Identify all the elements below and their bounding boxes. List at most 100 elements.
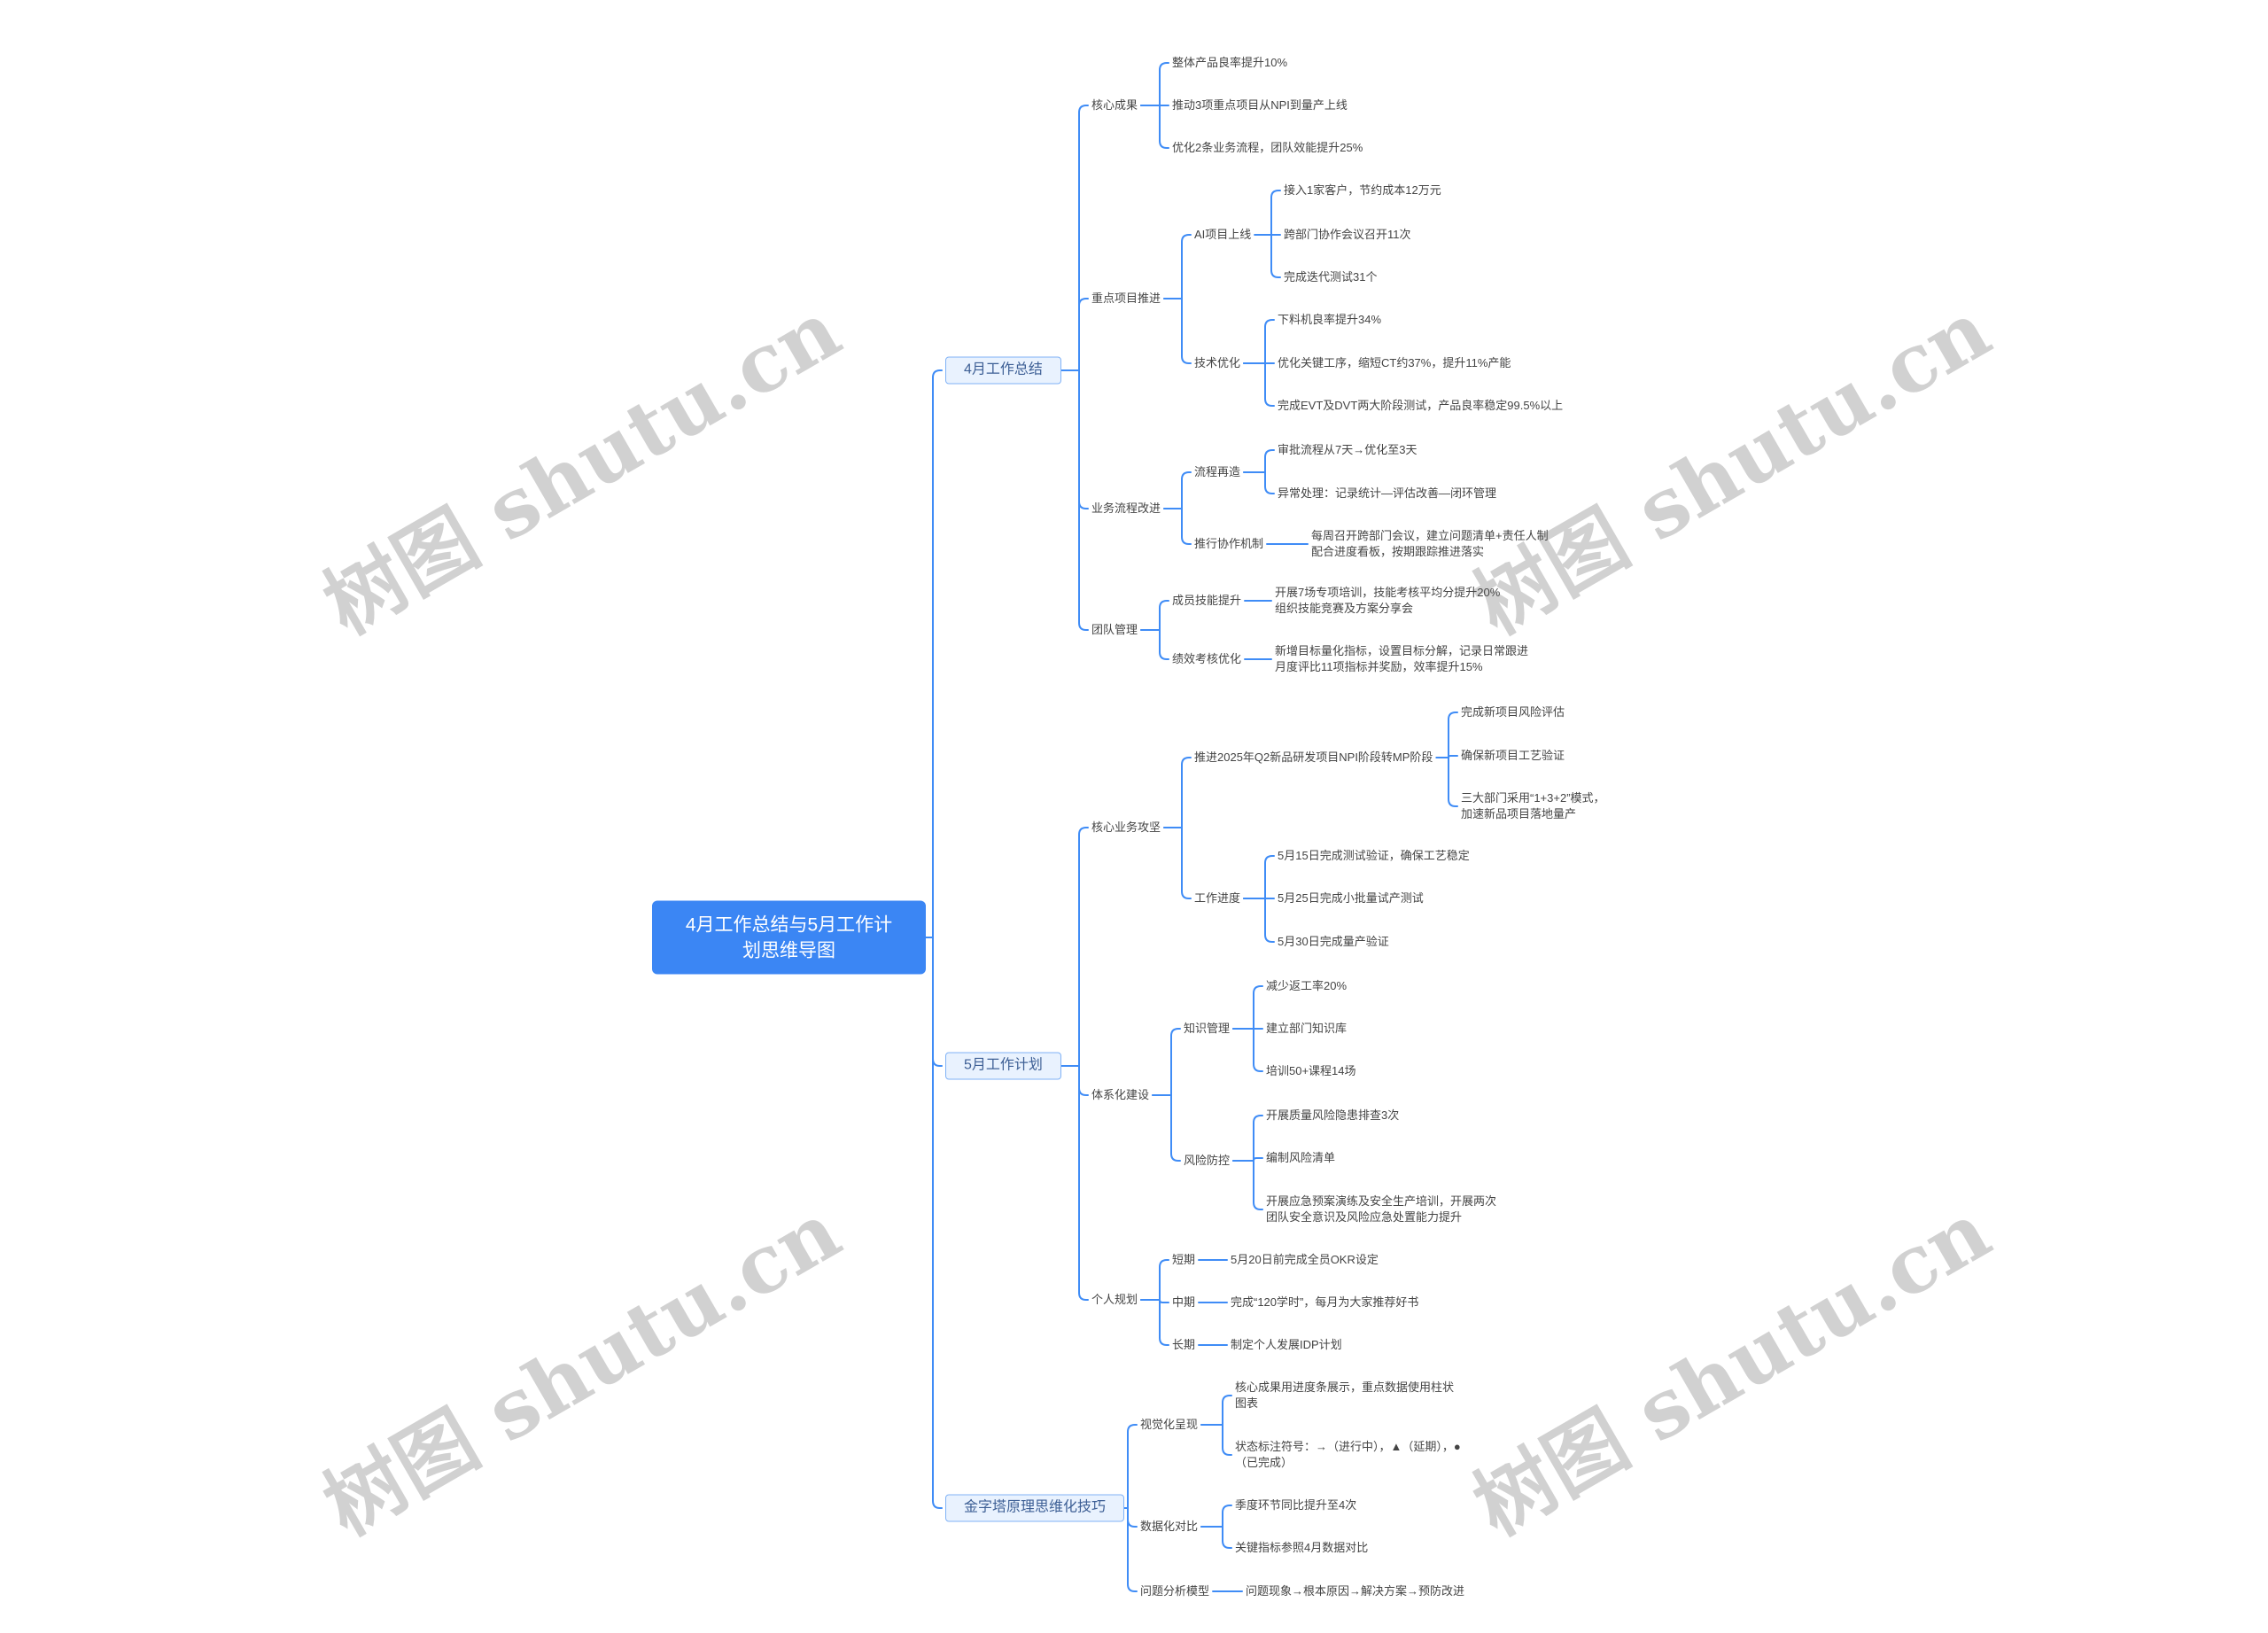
subtopic: 中期 (1172, 1295, 1196, 1309)
leaf-topic: 开展质量风险隐患排查3次 (1266, 1108, 1400, 1122)
leaf-topic: 三大部门采用“1+3+2”模式， 加速新品项目落地量产 (1461, 790, 1605, 822)
connector-line (1243, 449, 1275, 473)
connector-line (1232, 1028, 1263, 1072)
leaf-topic-line: 组织技能竞赛及方案分享会 (1275, 602, 1414, 615)
connector-line (1163, 827, 1192, 899)
connector-line (1060, 105, 1089, 371)
connector-line (1200, 1526, 1232, 1549)
connector-line (1232, 985, 1263, 1030)
subtopic: 视觉化呈现 (1140, 1418, 1199, 1431)
connector-line (1152, 1028, 1181, 1096)
connector-line (1060, 369, 1089, 509)
connector-line (1060, 1065, 1089, 1096)
leaf-topic: 关键指标参照4月数据对比 (1235, 1541, 1369, 1554)
leaf-topic-line: （已完成） (1235, 1456, 1293, 1469)
subtopic: AI项目上线 (1194, 228, 1252, 241)
leaf-topic: 跨部门协作会议召开11次 (1284, 228, 1411, 241)
connector-line (1200, 1505, 1232, 1528)
subtopic: 推进2025年Q2新品研发项目NPI阶段转MP阶段 (1194, 750, 1433, 764)
leaf-topic: 下料机良率提升34% (1278, 313, 1382, 326)
branch-topic-april-summary: 4月工作总结 (945, 356, 1061, 385)
connector-line (1060, 369, 1089, 631)
root-topic-line: 划思维导图 (742, 940, 835, 960)
leaf-topic-line: 状态标注符号：→（进行中），▲（延期），● (1235, 1440, 1461, 1453)
leaf-topic-line: 新增目标量化指标，设置目标分解，记录日常跟进 (1275, 644, 1529, 657)
leaf-topic: 整体产品良率提升10% (1172, 56, 1288, 69)
root-topic-line: 4月工作总结与5月工作计 (685, 914, 893, 935)
leaf-topic: 季度环节同比提升至4次 (1235, 1498, 1357, 1512)
leaf-topic-line: 开展7场专项培训，技能考核平均分提升20% (1275, 586, 1501, 599)
leaf-topic-line: 三大部门采用“1+3+2”模式， (1461, 791, 1605, 805)
subtopic: 风险防控 (1184, 1154, 1231, 1167)
branch-topic-techniques: 金字塔原理思维化技巧 (945, 1494, 1125, 1522)
connector-line (1140, 1299, 1169, 1346)
leaf-topic: 确保新项目工艺验证 (1461, 749, 1565, 762)
connector-line (1243, 319, 1275, 364)
connector-line (1163, 298, 1192, 364)
connector-line (1243, 362, 1275, 407)
leaf-topic-line: 配合进度看板，按期跟踪推进落实 (1311, 545, 1485, 558)
subtopic: 技术优化 (1194, 356, 1241, 369)
connector-line (1140, 600, 1169, 631)
connector-line (1163, 508, 1192, 545)
leaf-topic: 优化关键工序，缩短CT约37%，提升11%产能 (1278, 356, 1511, 369)
connector-line (1140, 62, 1169, 106)
subtopic: 数据化对比 (1140, 1520, 1199, 1533)
subtopic: 问题分析模型 (1140, 1584, 1210, 1598)
leaf-topic-line: 开展应急预案演练及安全生产培训，开展两次 (1266, 1194, 1497, 1208)
connector-line (925, 937, 943, 1509)
connector-line (1200, 1395, 1232, 1426)
connector-line (1435, 757, 1458, 807)
leaf-topic-line: 图表 (1235, 1396, 1259, 1410)
leaf-topic-line: 月度评比11项指标并奖励，效率提升15% (1275, 660, 1483, 673)
connector-line (1243, 471, 1275, 494)
subtopic: 成员技能提升 (1172, 594, 1242, 607)
leaf-topic: 减少返工率20% (1266, 979, 1348, 992)
leaf-topic: 新增目标量化指标，设置目标分解，记录日常跟进 月度评比11项指标并奖励，效率提升… (1275, 643, 1528, 675)
leaf-topic: 5月20日前完成全员OKR设定 (1231, 1253, 1379, 1266)
leaf-topic: 完成EVT及DVT两大阶段测试，产品良率稳定99.5%以上 (1278, 399, 1564, 412)
leaf-topic: 5月30日完成量产验证 (1278, 935, 1389, 948)
connector-line (1232, 1160, 1263, 1210)
leaf-topic-line: 核心成果用进度条展示，重点数据使用柱状 (1235, 1380, 1455, 1394)
leaf-topic: 5月25日完成小批量试产测试 (1278, 891, 1424, 905)
connector-line (1152, 1094, 1181, 1162)
connector-line (1140, 1259, 1169, 1301)
subtopic: 核心成果 (1091, 98, 1138, 112)
leaf-topic: 问题现象→根本原因→解决方案→预防改进 (1246, 1584, 1465, 1598)
subtopic: 知识管理 (1184, 1022, 1231, 1035)
subtopic: 业务流程改进 (1091, 502, 1161, 515)
leaf-topic: 编制风险清单 (1266, 1151, 1336, 1164)
subtopic: 核心业务攻坚 (1091, 820, 1161, 834)
leaf-topic: 完成迭代测试31个 (1284, 270, 1378, 284)
leaf-topic: 每周召开跨部门会议，建立问题清单+责任人制 配合进度看板，按期跟踪推进落实 (1311, 528, 1549, 560)
connector-line (1140, 629, 1169, 660)
connector-line (1163, 471, 1192, 509)
subtopic: 绩效考核优化 (1172, 652, 1242, 665)
connector-line (1435, 712, 1458, 758)
subtopic: 团队管理 (1091, 623, 1138, 636)
leaf-topic-line: 每周召开跨部门会议，建立问题清单+责任人制 (1311, 529, 1549, 542)
branch-topic-may-plan: 5月工作计划 (945, 1052, 1061, 1080)
connector-line (925, 369, 943, 938)
connector-line (1060, 298, 1089, 371)
connector-line (1254, 190, 1281, 236)
connector-line (1232, 1115, 1263, 1162)
subtopic: 推行协作机制 (1194, 537, 1264, 550)
leaf-topic: 开展应急预案演练及安全生产培训，开展两次 团队安全意识及风险应急处置能力提升 (1266, 1194, 1496, 1225)
leaf-topic: 完成新项目风险评估 (1461, 705, 1565, 719)
leaf-topic: 接入1家客户，节约成本12万元 (1284, 183, 1441, 197)
leaf-topic-line: 团队安全意识及风险应急处置能力提升 (1266, 1210, 1463, 1224)
leaf-topic: 状态标注符号：→（进行中），▲（延期），● （已完成） (1235, 1439, 1461, 1471)
subtopic: 个人规划 (1091, 1293, 1138, 1306)
leaf-topic: 优化2条业务流程，团队效能提升25% (1172, 141, 1363, 154)
subtopic: 重点项目推进 (1091, 292, 1161, 305)
leaf-topic: 建立部门知识库 (1266, 1022, 1348, 1035)
subtopic: 工作进度 (1194, 891, 1241, 905)
subtopic: 长期 (1172, 1338, 1196, 1351)
leaf-topic: 培训50+课程14场 (1266, 1064, 1356, 1077)
leaf-topic: 完成“120学时”，每月为大家推荐好书 (1231, 1295, 1419, 1309)
connector-line (1200, 1424, 1232, 1456)
